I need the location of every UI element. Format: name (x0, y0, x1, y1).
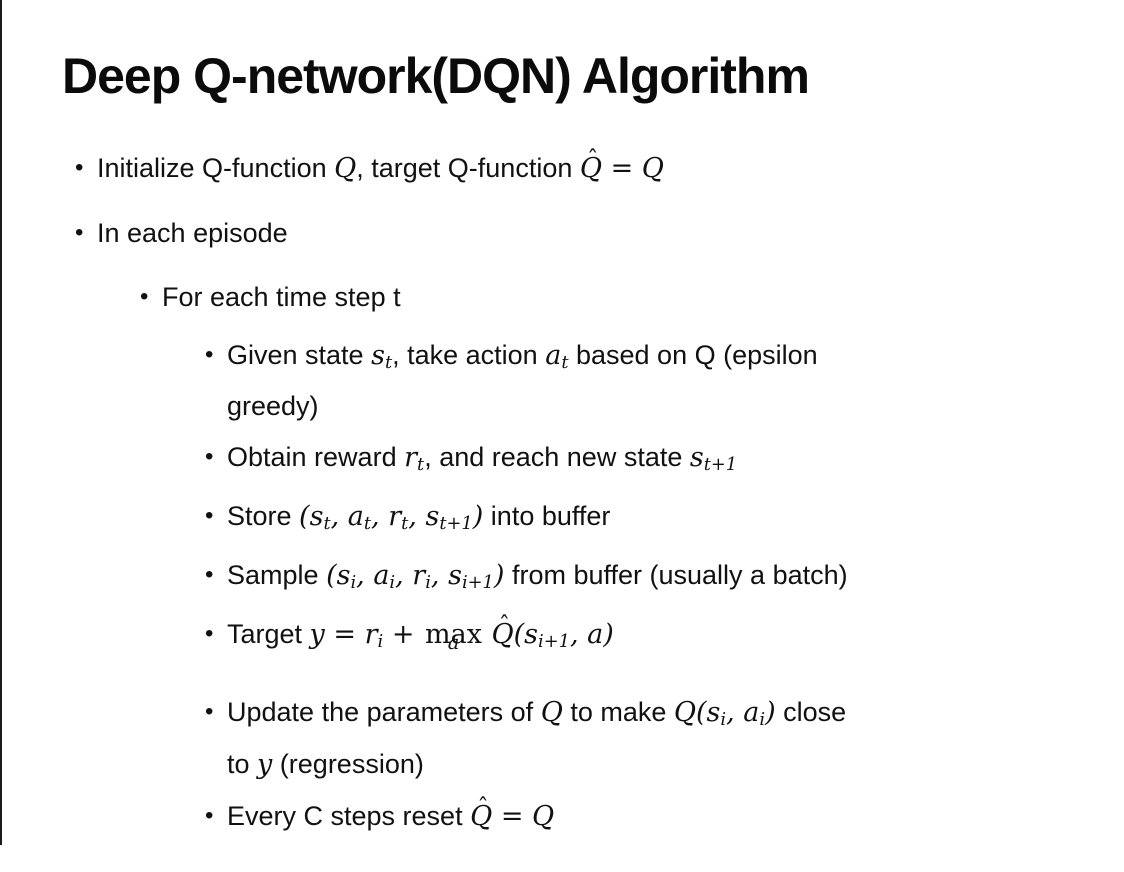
bullet-text: Initialize Q-function Q, target Q-functi… (97, 146, 664, 184)
bullet-text: Sample (si, ai, ri, si+1) from buffer (u… (227, 560, 848, 594)
bullet-text: Update the parameters of Q to make Q(si,… (227, 697, 847, 780)
bullet-marker: • (205, 801, 214, 829)
bullet-item: • Store (st, at, rt, st+1) into buffer (62, 494, 1084, 546)
bullet-item: • Initialize Q-function Q, target Q-funct… (62, 146, 1084, 191)
bullet-marker: • (205, 620, 214, 648)
bullet-list: • Initialize Q-function Q, target Q-funct… (62, 146, 1084, 839)
bullet-item: • Given state st, take action at based on… (62, 333, 1084, 429)
bullet-item: • Update the parameters of Q to make Q(si… (62, 690, 1084, 787)
bullet-item: • Sample (si, ai, ri, si+1) from buffer (… (62, 553, 1084, 605)
bullet-text: For each time step t (162, 281, 401, 312)
bullet-item: • For each time step t (62, 275, 1084, 319)
bullet-item: • In each episode (62, 211, 1084, 255)
bullet-marker: • (205, 698, 214, 726)
bullet-text: Obtain reward rt, and reach new state st… (227, 442, 738, 476)
slide-title: Deep Q-network(DQN) Algorithm (62, 48, 810, 104)
bullet-item: • Obtain reward rt, and reach new state s… (62, 435, 1084, 487)
bullet-marker: • (140, 282, 149, 310)
bullet-marker: • (205, 561, 214, 589)
bullet-marker: • (75, 153, 84, 181)
bullet-marker: • (75, 218, 84, 246)
bullet-text: In each episode (97, 217, 288, 248)
bullet-marker: • (205, 502, 214, 530)
bullet-marker: • (205, 443, 214, 471)
slide-left-border (0, 0, 2, 845)
bullet-marker: • (205, 340, 214, 368)
bullet-text: Store (st, at, rt, st+1) into buffer (227, 501, 611, 535)
bullet-text: Given state st, take action at based on … (227, 339, 818, 422)
